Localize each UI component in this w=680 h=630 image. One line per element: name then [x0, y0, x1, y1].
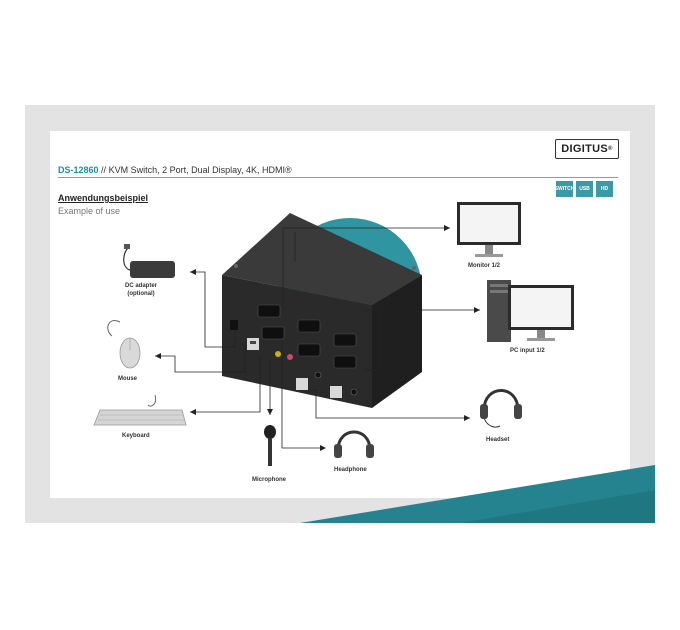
keyboard-icon	[93, 394, 187, 426]
monitor-icon	[457, 202, 521, 257]
headset-label: Headset	[486, 437, 510, 443]
section-title-en: Example of use	[58, 206, 121, 216]
headphone-label: Headphone	[334, 467, 367, 473]
headphone-icon	[334, 430, 374, 458]
dc-adapter-text: DC adapter	[125, 283, 158, 289]
header-rule	[58, 177, 618, 178]
model-number: DS-12860	[58, 165, 99, 175]
dc-adapter-icon	[123, 244, 175, 278]
pc-label: PC input 1/2	[510, 348, 545, 354]
logo-text: DIGITUS	[561, 143, 608, 155]
monitor-label: Monitor 1/2	[468, 263, 501, 269]
mouse-label: Mouse	[118, 376, 138, 382]
switch-badge-icon: SWITCH	[555, 181, 574, 197]
section-title-de: Anwendungsbeispiel	[58, 193, 149, 203]
hd-badge-icon: HD	[596, 181, 613, 197]
microphone-label: Microphone	[252, 477, 286, 483]
connector-lines	[155, 227, 480, 449]
digitus-logo: DIGITUS®	[555, 139, 619, 159]
microphone-icon	[264, 425, 276, 466]
keyboard-label: Keyboard	[122, 433, 150, 439]
header-separator: //	[101, 165, 107, 175]
usb-badge-icon: USB	[576, 181, 593, 197]
headset-icon	[480, 389, 522, 428]
dc-adapter-label: DC adapter (optional)	[125, 282, 157, 298]
pc-icon	[487, 280, 574, 342]
mouse-icon	[107, 320, 141, 369]
logo-reg: ®	[607, 146, 613, 152]
arrow-heads	[155, 225, 480, 451]
dc-optional-text: (optional)	[127, 291, 155, 297]
product-header: DS-12860 // KVM Switch, 2 Port, Dual Dis…	[58, 165, 292, 175]
kvm-switch-icon	[222, 213, 422, 408]
product-description: KVM Switch, 2 Port, Dual Display, 4K, HD…	[108, 165, 292, 175]
feature-badges: SWITCH USB HD	[555, 181, 613, 197]
